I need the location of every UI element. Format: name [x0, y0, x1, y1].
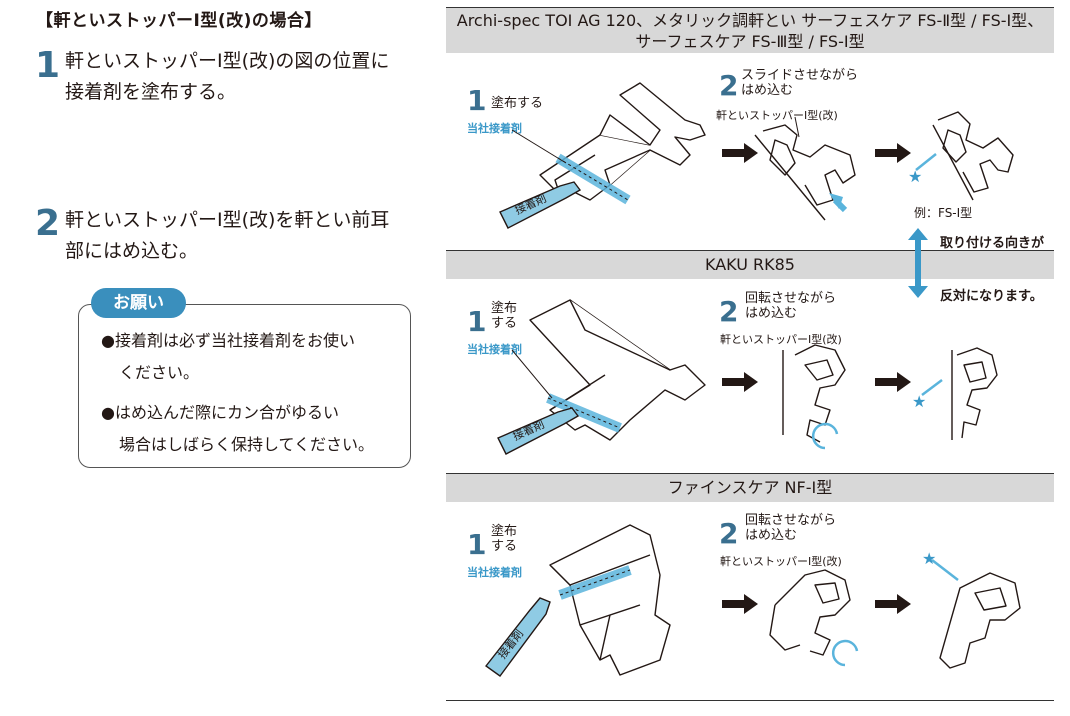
s2-step-2-text: 回転させながら はめ込む	[745, 291, 836, 321]
note-item-2-line-2: 場合はしばらく保持してください。	[119, 435, 375, 454]
side-note-line-1: 取り付ける向きが	[940, 236, 1045, 251]
s2-part-label: 軒といストッパーI型(改)	[720, 333, 842, 346]
s1-adhesive-tube	[499, 181, 582, 229]
section-3-header: ファインスケア NF-I型	[446, 473, 1054, 502]
side-note-line-2: 反対になります。	[940, 289, 1043, 304]
s2-gutter-drawing	[511, 299, 706, 441]
svg-text:★: ★	[912, 392, 926, 411]
s2-step-2-line-2: はめ込む	[745, 306, 798, 321]
svg-text:★: ★	[922, 549, 936, 568]
s1-company-adhesive-label: 当社接着剤	[467, 122, 522, 135]
s3-step-2-line-2: はめ込む	[745, 528, 798, 543]
s2-step-2-line-1: 回転させながら	[745, 291, 837, 306]
step-2-number: 2	[35, 203, 61, 244]
s1-step-2-text: スライドさせながら はめ込む	[741, 68, 858, 98]
s3-step-1-line-1: 塗布	[491, 524, 518, 539]
s3-gutter-drawing	[549, 524, 671, 676]
s3-step-2-text: 回転させながら はめ込む	[745, 513, 836, 543]
s3-arrow-right-2	[875, 594, 911, 614]
note-item-2: ●はめ込んだ際にカン合がゆるい 場合はしばらく保持してください。	[101, 397, 401, 461]
s2-arrow-right-1	[722, 372, 758, 392]
s2-step-1-text: 塗布 する	[491, 301, 517, 331]
s2-step-2-number: 2	[719, 295, 739, 328]
step-1-line-2: 接着剤を塗布する。	[65, 81, 237, 103]
s1-step-1-label: 塗布する	[491, 96, 544, 111]
s3-step-1-text: 塗布 する	[491, 524, 517, 554]
s3-arrow-right-1	[722, 594, 758, 614]
step-1-text: 軒といストッパーI型(改)の図の位置に 接着剤を塗布する。	[65, 46, 389, 108]
request-note-box	[78, 304, 411, 468]
s3-stopper-final-drawing: ★	[922, 549, 1021, 669]
s1-example-label: 例：FS-Ⅰ型	[914, 206, 973, 220]
s1-stopper-final-drawing: ★	[908, 111, 1014, 201]
section-title: 【軒といストッパーI型(改)の場合】	[36, 11, 322, 31]
s2-company-adhesive-label: 当社接着剤	[467, 343, 522, 356]
s3-step-1-line-2: する	[491, 539, 518, 554]
svg-text:★: ★	[908, 167, 922, 186]
s2-arrow-right-2	[875, 372, 911, 392]
step-1-number: 1	[35, 45, 61, 86]
section-2-header: KAKU RK85	[446, 250, 1054, 279]
s3-adhesive-tube	[484, 597, 551, 677]
s3-stopper-insert-drawing	[769, 569, 859, 667]
s2-stopper-final-drawing: ★	[912, 347, 998, 440]
note-item-2-line-1: ●はめ込んだ際にカン合がゆるい	[101, 403, 339, 422]
bottom-rule	[446, 700, 1054, 701]
s3-step-2-number: 2	[719, 517, 739, 550]
step-2-line-1: 軒といストッパーI型(改)を軒とい前耳	[65, 209, 390, 231]
s1-step-2-line-1: スライドさせながら	[741, 68, 859, 83]
s3-step-1-number: 1	[467, 528, 487, 561]
s1-arrow-right-1	[722, 143, 758, 163]
direction-double-arrow-icon	[908, 228, 928, 298]
step-2-text: 軒といストッパーI型(改)を軒とい前耳 部にはめ込む。	[65, 205, 389, 267]
s1-step-2-number: 2	[719, 69, 739, 102]
note-item-1-line-1: ●接着剤は必ず当社接着剤をお使い	[101, 331, 355, 350]
note-item-1: ●接着剤は必ず当社接着剤をお使い ください。	[101, 325, 401, 389]
section-1-header: Archi-spec TOI AG 120、メタリック調軒とい サーフェスケア …	[446, 7, 1054, 53]
s1-step-2-line-2: はめ込む	[741, 83, 794, 98]
s1-stopper-insert-drawing	[754, 116, 856, 221]
section-1-header-line-2: サーフェスケア FS-Ⅲ型 / FS-Ⅰ型	[635, 32, 865, 51]
step-2-line-2: 部にはめ込む。	[65, 240, 199, 262]
s2-step-1-line-2: する	[491, 316, 518, 331]
s1-part-label: 軒といストッパーI型(改)	[716, 109, 838, 122]
s3-part-label: 軒といストッパーI型(改)	[720, 555, 842, 568]
note-item-1-line-2: ください。	[119, 363, 200, 382]
s2-step-1-number: 1	[467, 305, 487, 338]
s2-adhesive-tube	[497, 407, 580, 455]
step-1-line-1: 軒といストッパーI型(改)の図の位置に	[65, 50, 390, 72]
request-note-tag: お願い	[91, 288, 186, 318]
s2-step-1-line-1: 塗布	[491, 301, 518, 316]
s1-arrow-right-2	[875, 143, 911, 163]
s2-stopper-insert-drawing	[782, 344, 846, 450]
s3-step-2-line-1: 回転させながら	[745, 513, 837, 528]
section-1-header-line-1: Archi-spec TOI AG 120、メタリック調軒とい サーフェスケア …	[456, 11, 1044, 30]
s3-company-adhesive-label: 当社接着剤	[467, 566, 522, 579]
s1-step-1-number: 1	[467, 84, 487, 117]
